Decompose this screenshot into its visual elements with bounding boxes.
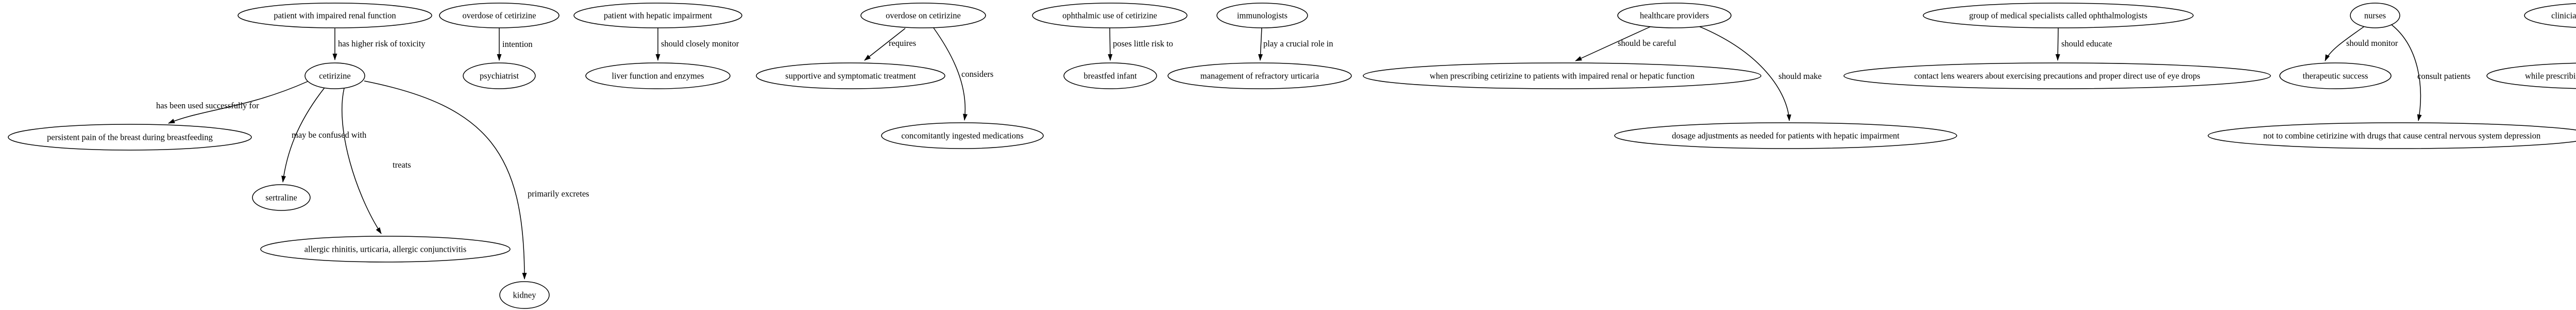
edge-label-confused-with: may be confused with (292, 130, 367, 140)
node-label-cetirizine: cetirizine (319, 71, 350, 81)
node-hepatic-patient (573, 3, 742, 28)
node-clinicians-pharmacists (2524, 3, 2576, 28)
node-dosage-adjustments (1614, 122, 1957, 149)
node-contact-lens-wearers (1843, 62, 2271, 89)
edge-should-make (1694, 24, 1791, 121)
node-ophthalmic-use (1032, 3, 1188, 28)
edge-confused-with (281, 87, 325, 183)
node-label-persistent-pain: persistent pain of the breast during bre… (47, 133, 213, 142)
edge-label-treats: treats (393, 160, 411, 170)
edge-label-should-make: should make (1778, 71, 1822, 81)
edge-should-monitor (2325, 26, 2364, 61)
node-label-ophthalmic-use: ophthalmic use of cetirizine (1062, 11, 1157, 21)
edge-label-closely-monitor: should closely monitor (661, 39, 739, 48)
node-label-supportive-treatment: supportive and symptomatic treatment (785, 71, 916, 81)
edge-label-risk-of-toxicity: has higher risk of toxicity (338, 39, 426, 48)
node-kidney (499, 281, 550, 309)
node-persistent-pain (8, 124, 252, 151)
edge-label-requires: requires (889, 38, 916, 48)
edge-requires (864, 28, 906, 61)
node-label-ophthalmologists-group: group of medical specialists called opht… (1969, 11, 2147, 21)
edge-consult-patients (2391, 24, 2422, 121)
edge-treats (342, 88, 382, 234)
edge-label-considers: considers (961, 69, 993, 79)
node-renal-patient (238, 3, 432, 28)
node-when-prescribing (1363, 62, 1761, 89)
node-overdose-on-cetirizine (860, 3, 986, 28)
node-label-kidney: kidney (513, 290, 537, 300)
node-label-dosage-adjustments: dosage adjustments as needed for patient… (1672, 131, 1900, 141)
node-label-when-prescribing: when prescribing cetirizine to patients … (1430, 71, 1694, 81)
node-label-sertraline: sertraline (265, 193, 297, 203)
edge-primarily-excretes (364, 80, 527, 280)
node-label-liver-function: liver function and enzymes (612, 71, 704, 81)
node-overdose-of-cetirizine (439, 3, 560, 28)
node-label-immunologists: immunologists (1237, 11, 1287, 21)
node-label-no-cns-combination: not to combine cetirizine with drugs tha… (2263, 131, 2540, 141)
node-therapeutic-success (2279, 62, 2392, 89)
node-nurses (2350, 3, 2400, 28)
node-psychiatrist (463, 62, 536, 89)
node-label-therapeutic-success: therapeutic success (2303, 71, 2368, 81)
edge-label-intention: intention (502, 39, 533, 49)
edge-considers (933, 27, 968, 121)
node-label-healthcare-providers: healthcare providers (1640, 11, 1709, 21)
edge-label-primarily-excretes: primarily excretes (528, 189, 589, 199)
node-liver-function (585, 62, 731, 89)
node-label-renal-patient: patient with impaired renal function (274, 11, 396, 21)
node-label-psychiatrist: psychiatrist (480, 71, 519, 81)
node-breastfed-infant (1063, 62, 1157, 89)
node-label-nurses: nurses (2364, 11, 2386, 21)
node-label-overdose-on-cetirizine: overdose on cetirizine (886, 11, 961, 21)
edge-label-crucial-role: play a crucial role in (1263, 39, 1333, 48)
node-label-allergic-conditions: allergic rhinitis, urticaria, allergic c… (304, 244, 467, 254)
edge-label-little-risk: poses little risk to (1113, 39, 1173, 48)
edge-crucial-role (1258, 27, 1263, 61)
node-label-concomitant-medications: concomitantly ingested medications (901, 131, 1023, 141)
node-label-overdose-of-cetirizine: overdose of cetirizine (463, 11, 536, 21)
node-allergic-conditions (260, 236, 511, 263)
node-label-while-prescribing: while prescribing and dispensing this dr… (2525, 71, 2576, 81)
edge-label-consult-patients: consult patients (2417, 71, 2470, 81)
edge-label-should-educate: should educate (2061, 39, 2112, 48)
edge-label-be-careful-prescribing: should be careful (1618, 38, 1676, 48)
node-label-breastfed-infant: breastfed infant (1083, 71, 1137, 81)
node-refractory-urticaria (1167, 62, 1352, 89)
node-concomitant-medications (881, 122, 1044, 149)
node-cetirizine (304, 62, 365, 89)
node-label-hepatic-patient: patient with hepatic impairment (604, 11, 713, 21)
node-supportive-treatment (756, 62, 945, 89)
node-healthcare-providers (1617, 3, 1732, 28)
node-label-refractory-urticaria: management of refractory urticaria (1200, 71, 1319, 81)
node-label-contact-lens-wearers: contact lens wearers about exercising pr… (1914, 71, 2200, 81)
node-no-cns-combination (2208, 122, 2576, 149)
edge-used-successfully (168, 81, 308, 124)
node-while-prescribing (2486, 62, 2576, 89)
node-label-clinicians-pharmacists: clinicians and pharmacists (2551, 11, 2576, 21)
edge-label-used-successfully: has been used successfully for (156, 101, 259, 110)
node-sertraline (252, 184, 311, 211)
edge-be-careful-prescribing (1575, 26, 1652, 61)
edge-label-should-monitor: should monitor (2346, 38, 2398, 48)
node-immunologists (1216, 3, 1308, 28)
node-ophthalmologists-group (1923, 3, 2194, 28)
